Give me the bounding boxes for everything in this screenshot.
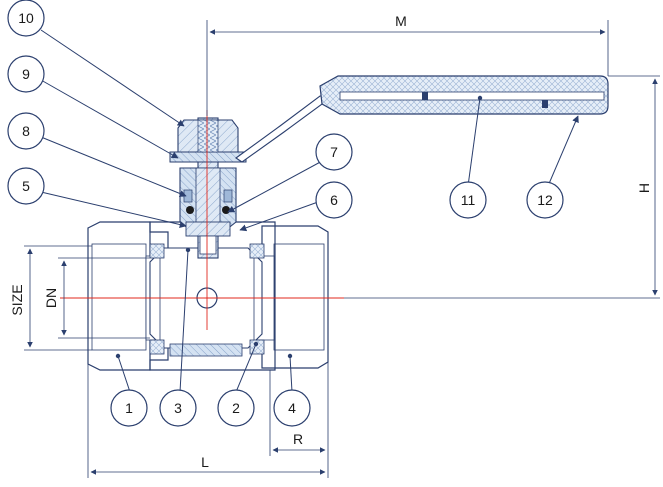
- seat-left-top: [149, 243, 165, 259]
- callout-11-label: 11: [461, 192, 476, 208]
- callout-11: 11: [449, 181, 487, 219]
- callout-7-label: 7: [330, 144, 338, 160]
- callout-4-label: 4: [288, 400, 296, 416]
- callout-12-label: 12: [537, 192, 553, 208]
- dimension-size-label: SIZE: [9, 284, 25, 315]
- callout-10-label: 10: [18, 10, 34, 26]
- callout-9: 9: [7, 55, 45, 93]
- stem-tongue: [185, 221, 231, 237]
- callout-8: 8: [7, 112, 45, 150]
- seat-left-bottom: [149, 339, 165, 355]
- callout-6-label: 6: [330, 192, 338, 208]
- callout-5-label: 5: [22, 178, 30, 194]
- callout-10: 10: [7, 0, 45, 37]
- body-left-thread: [91, 243, 147, 351]
- callout-4: 4: [273, 389, 311, 427]
- dimension-m: M: [206, 13, 609, 116]
- callout-2-label: 2: [232, 400, 240, 416]
- callout-3-label: 3: [174, 400, 182, 416]
- callout-6: 6: [315, 181, 353, 219]
- leaders: [40, 29, 579, 393]
- dimension-h-label: H: [636, 183, 652, 193]
- dimension-r: R: [269, 370, 326, 456]
- seat-right-top: [249, 243, 265, 259]
- callout-7: 7: [315, 133, 353, 171]
- dimension-size: SIZE: [9, 245, 92, 351]
- o-ring-right: [223, 189, 233, 203]
- handle-core-mark-2: [542, 100, 548, 108]
- body-bottom-recess: [169, 343, 243, 357]
- dimension-r-label: R: [293, 431, 303, 447]
- dimension-dn: DN: [43, 257, 150, 339]
- body-right-thread: [273, 243, 325, 351]
- stem-nut-bore: [197, 119, 219, 153]
- gland-bore: [195, 167, 221, 231]
- seal-ring-right: [222, 206, 230, 214]
- handle-core-mark-1: [422, 92, 428, 100]
- dimension-l: L: [87, 362, 329, 478]
- callout-3: 3: [159, 389, 197, 427]
- seal-ring-left: [186, 206, 194, 214]
- stem-slot: [199, 235, 217, 255]
- dimension-l-label: L: [201, 454, 209, 470]
- body-left-end: [87, 221, 169, 371]
- handle-core: [339, 91, 605, 101]
- callout-5: 5: [7, 167, 45, 205]
- callout-12: 12: [526, 181, 564, 219]
- dimension-h: H: [344, 75, 660, 299]
- stem-assembly: [169, 117, 247, 259]
- washer: [169, 151, 247, 163]
- callout-1: 1: [110, 389, 148, 427]
- dimension-m-label: M: [395, 13, 407, 29]
- dimension-dn-label: DN: [43, 288, 59, 308]
- callout-1-label: 1: [125, 400, 133, 416]
- callout-2: 2: [217, 389, 255, 427]
- callout-9-label: 9: [22, 66, 30, 82]
- handle: [235, 75, 609, 163]
- callout-8-label: 8: [22, 123, 30, 139]
